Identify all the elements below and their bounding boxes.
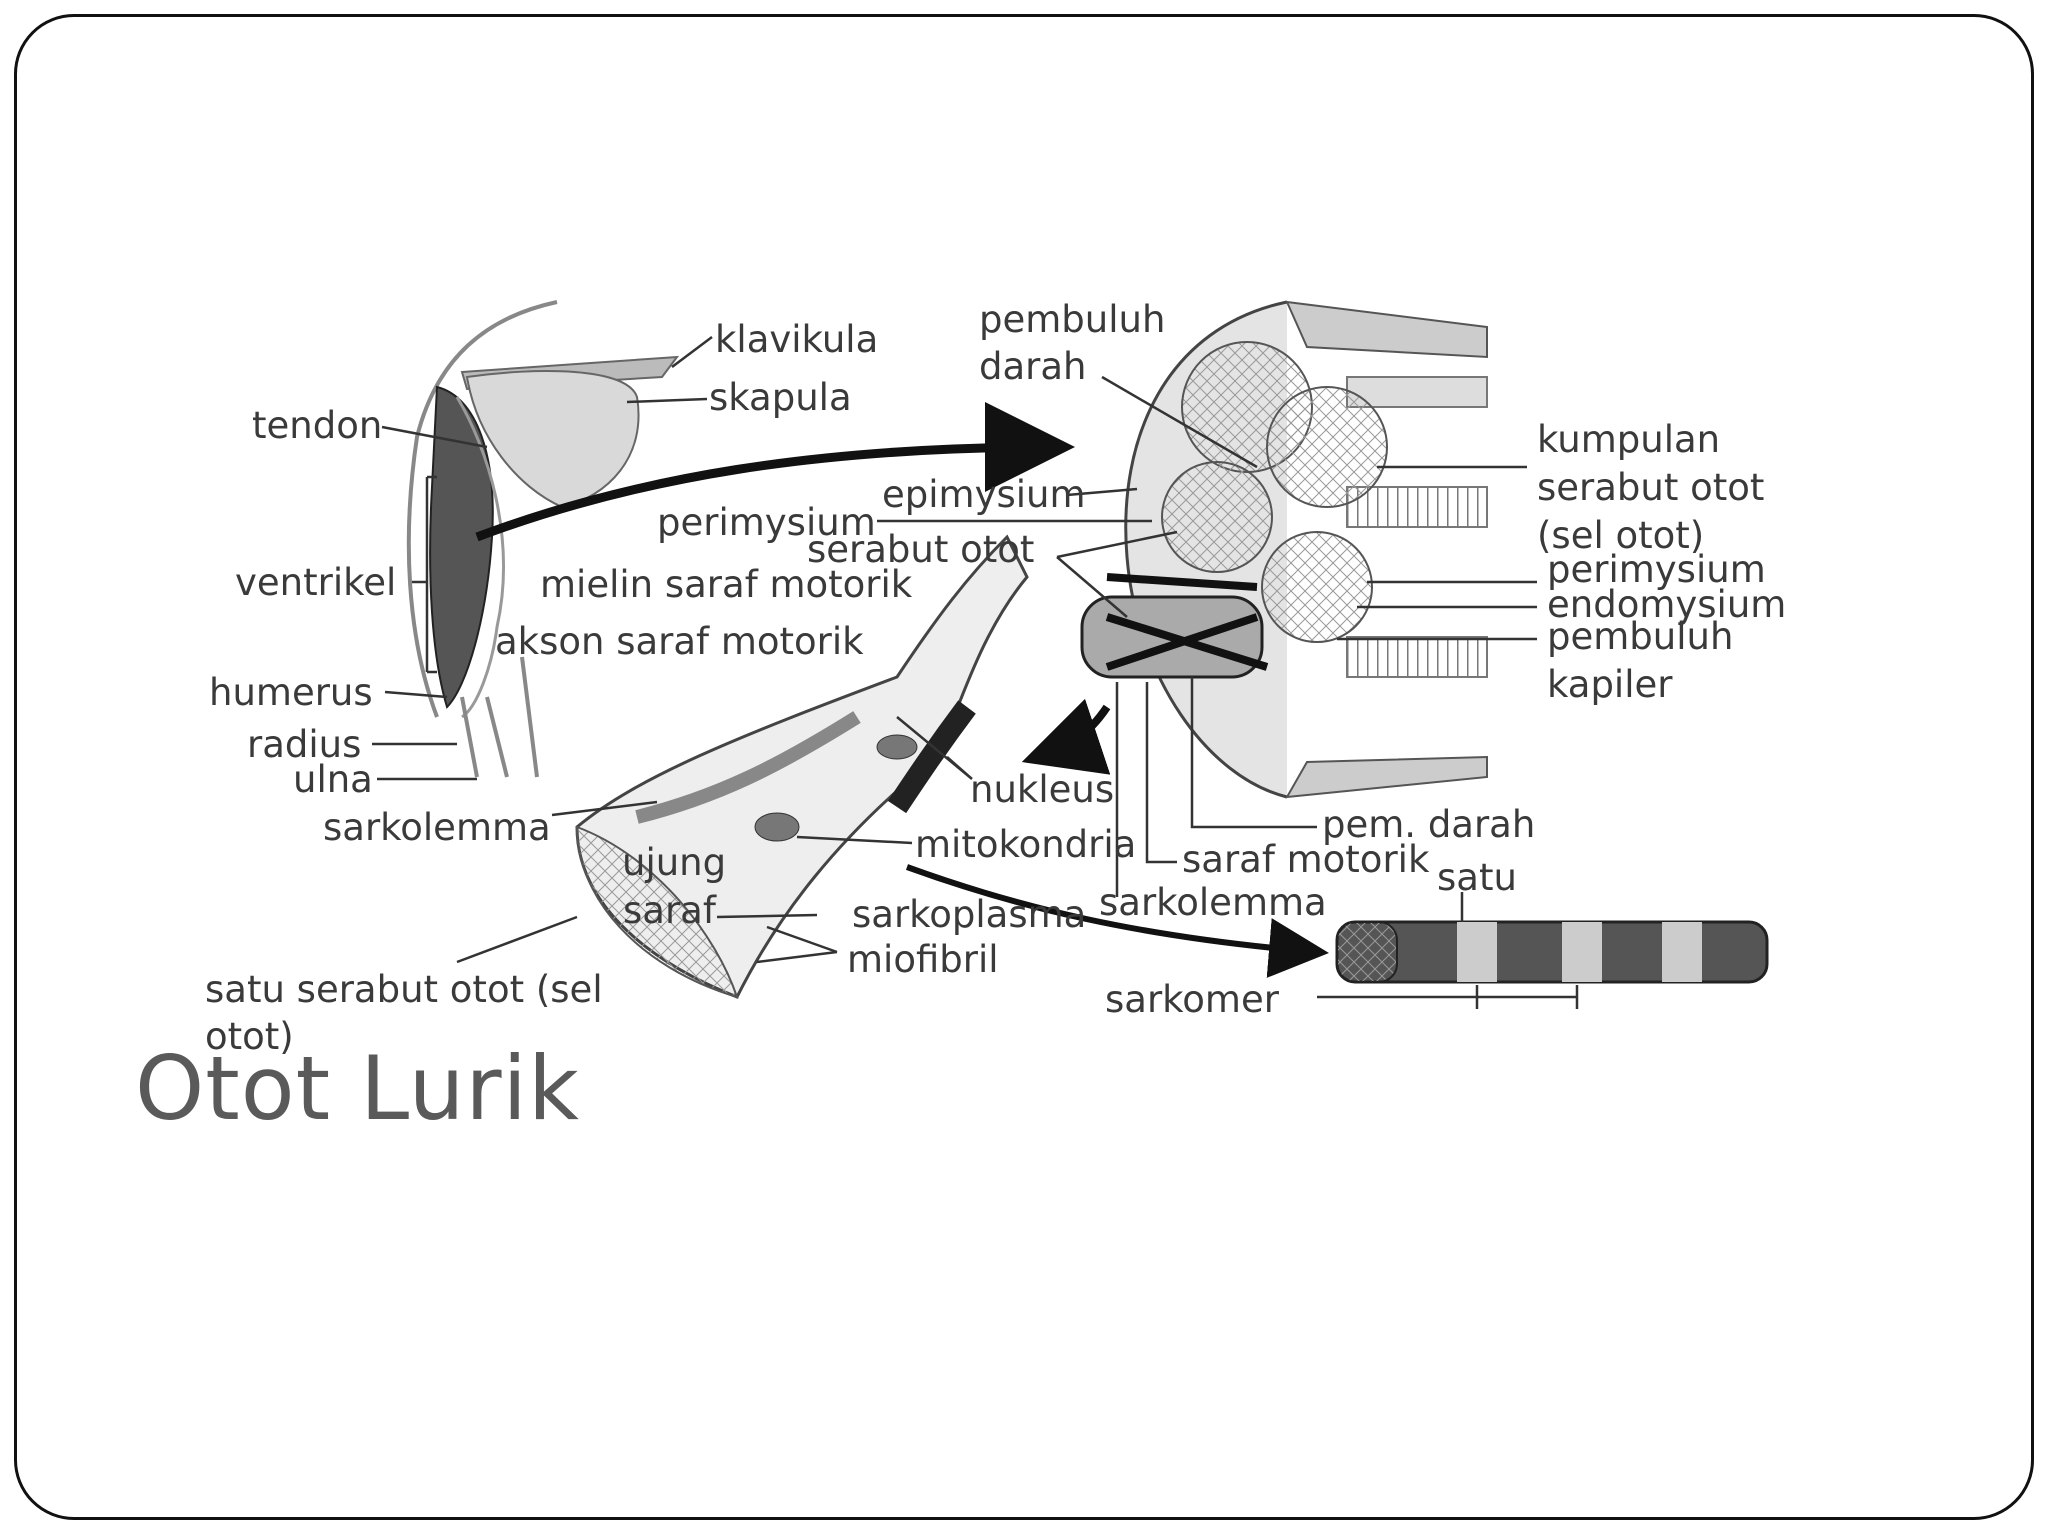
label-satu: satu <box>1437 856 1517 899</box>
label-humerus: humerus <box>209 671 373 714</box>
diagram-labels: klavikula skapula tendon ventrikel humer… <box>205 298 1786 1058</box>
leader-lines <box>372 336 1579 1009</box>
label-pembuluh-kapiler-line2: kapiler <box>1547 663 1673 706</box>
label-pembuluh-darah-line2: darah <box>979 345 1087 388</box>
slide-title: Otot Lurik <box>135 1037 580 1140</box>
label-mielin-saraf-motorik: mielin saraf motorik <box>540 563 913 606</box>
label-satu-serabut-line1: satu serabut otot (sel <box>205 968 603 1011</box>
label-tendon: tendon <box>252 404 382 447</box>
myofibril-strip-illustration <box>1335 920 1769 984</box>
slide-frame: klavikula skapula tendon ventrikel humer… <box>14 14 2034 1520</box>
label-sarkoplasma: sarkoplasma <box>852 893 1086 936</box>
label-perimysium-center: perimysium <box>657 501 876 544</box>
label-serabut-otot: serabut otot <box>807 528 1034 571</box>
label-sarkolemma-right: sarkolemma <box>1099 881 1327 924</box>
label-miofibril: miofibril <box>847 938 999 981</box>
label-pembuluh-kapiler-line1: pembuluh <box>1547 615 1733 658</box>
label-sarkomer: sarkomer <box>1105 978 1280 1021</box>
label-endomysium: endomysium <box>1547 583 1786 626</box>
label-nukleus: nukleus <box>970 768 1114 811</box>
label-kumpulan-line3: (sel otot) <box>1537 514 1704 557</box>
arm-illustration <box>406 300 680 778</box>
label-satu-serabut-line2: otot) <box>205 1015 294 1058</box>
label-epimysium: epimysium <box>882 473 1086 516</box>
label-kumpulan-line2: serabut otot <box>1537 466 1764 509</box>
label-saraf-motorik: saraf motorik <box>1182 838 1430 881</box>
label-klavikula: klavikula <box>715 318 878 361</box>
label-radius: radius <box>247 723 361 766</box>
label-akson-saraf-motorik: akson saraf motorik <box>495 620 864 663</box>
label-ulna: ulna <box>293 758 373 801</box>
muscle-fiber-illustration <box>575 534 1029 999</box>
label-perimysium-right: perimysium <box>1547 548 1766 591</box>
label-kumpulan-line1: kumpulan <box>1537 418 1720 461</box>
muscle-bundle-illustration <box>1080 300 1488 799</box>
label-mitokondria: mitokondria <box>915 823 1136 866</box>
label-sarkolemma-left: sarkolemma <box>323 806 551 849</box>
label-pem-darah: pem. darah <box>1322 803 1535 846</box>
connector-arrows <box>475 402 1329 978</box>
muscle-anatomy-diagram: klavikula skapula tendon ventrikel humer… <box>205 298 1786 1058</box>
label-ujung-saraf-line2: saraf <box>623 889 717 932</box>
label-pembuluh-darah-line1: pembuluh <box>979 298 1165 341</box>
label-skapula: skapula <box>709 376 852 419</box>
label-ventrikel: ventrikel <box>235 561 396 604</box>
label-ujung-saraf-line1: ujung <box>622 841 726 884</box>
